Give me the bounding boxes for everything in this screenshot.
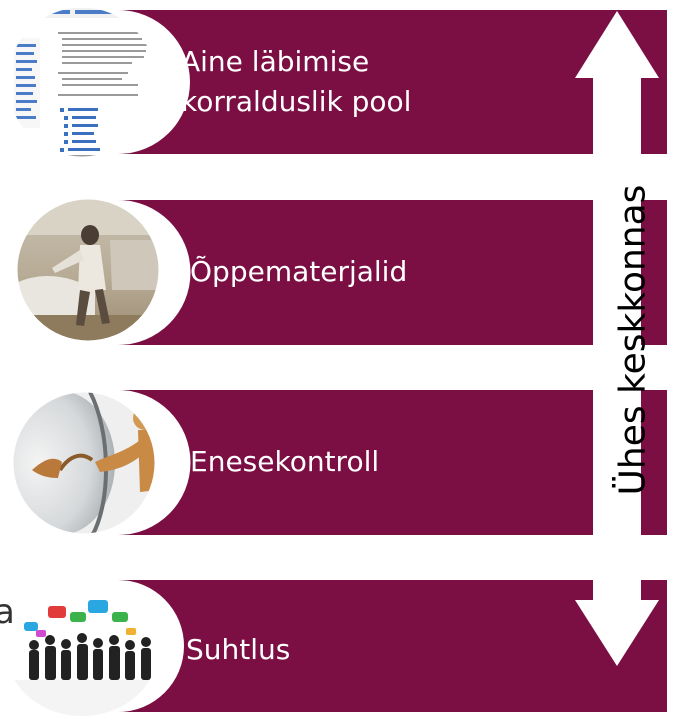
banner-1 [118, 10, 667, 154]
arrow-shaft [593, 75, 641, 615]
banner-2 [118, 200, 667, 345]
item-label-2-line-1: Õppematerjalid [190, 255, 408, 288]
banner-4 [118, 580, 667, 712]
banner-3 [118, 390, 667, 535]
item-label-2: Õppematerjalid [190, 252, 407, 292]
item-label-1-line-1: Aine läbimise [181, 45, 370, 78]
cut-off-text: a [0, 592, 14, 632]
course-page-image [6, 6, 158, 158]
item-label-4: Suhtlus [186, 630, 290, 670]
cut-off-text-content: a [0, 592, 14, 632]
item-label-4-line-1: Suhtlus [186, 633, 291, 666]
mirror-image [12, 391, 156, 535]
arrow-down-icon [575, 600, 659, 666]
item-label-3: Enesekontroll [190, 442, 379, 482]
vertical-label: Ühes keskkonnas [612, 184, 654, 496]
item-label-1-line-2: korralduslik pool [181, 85, 412, 118]
item-label-1: Aine läbimise korralduslik pool [181, 42, 411, 122]
item-label-3-line-1: Enesekontroll [190, 445, 380, 478]
arrow-up-icon [575, 11, 659, 78]
people-image [6, 584, 158, 716]
worker-image [16, 198, 160, 342]
